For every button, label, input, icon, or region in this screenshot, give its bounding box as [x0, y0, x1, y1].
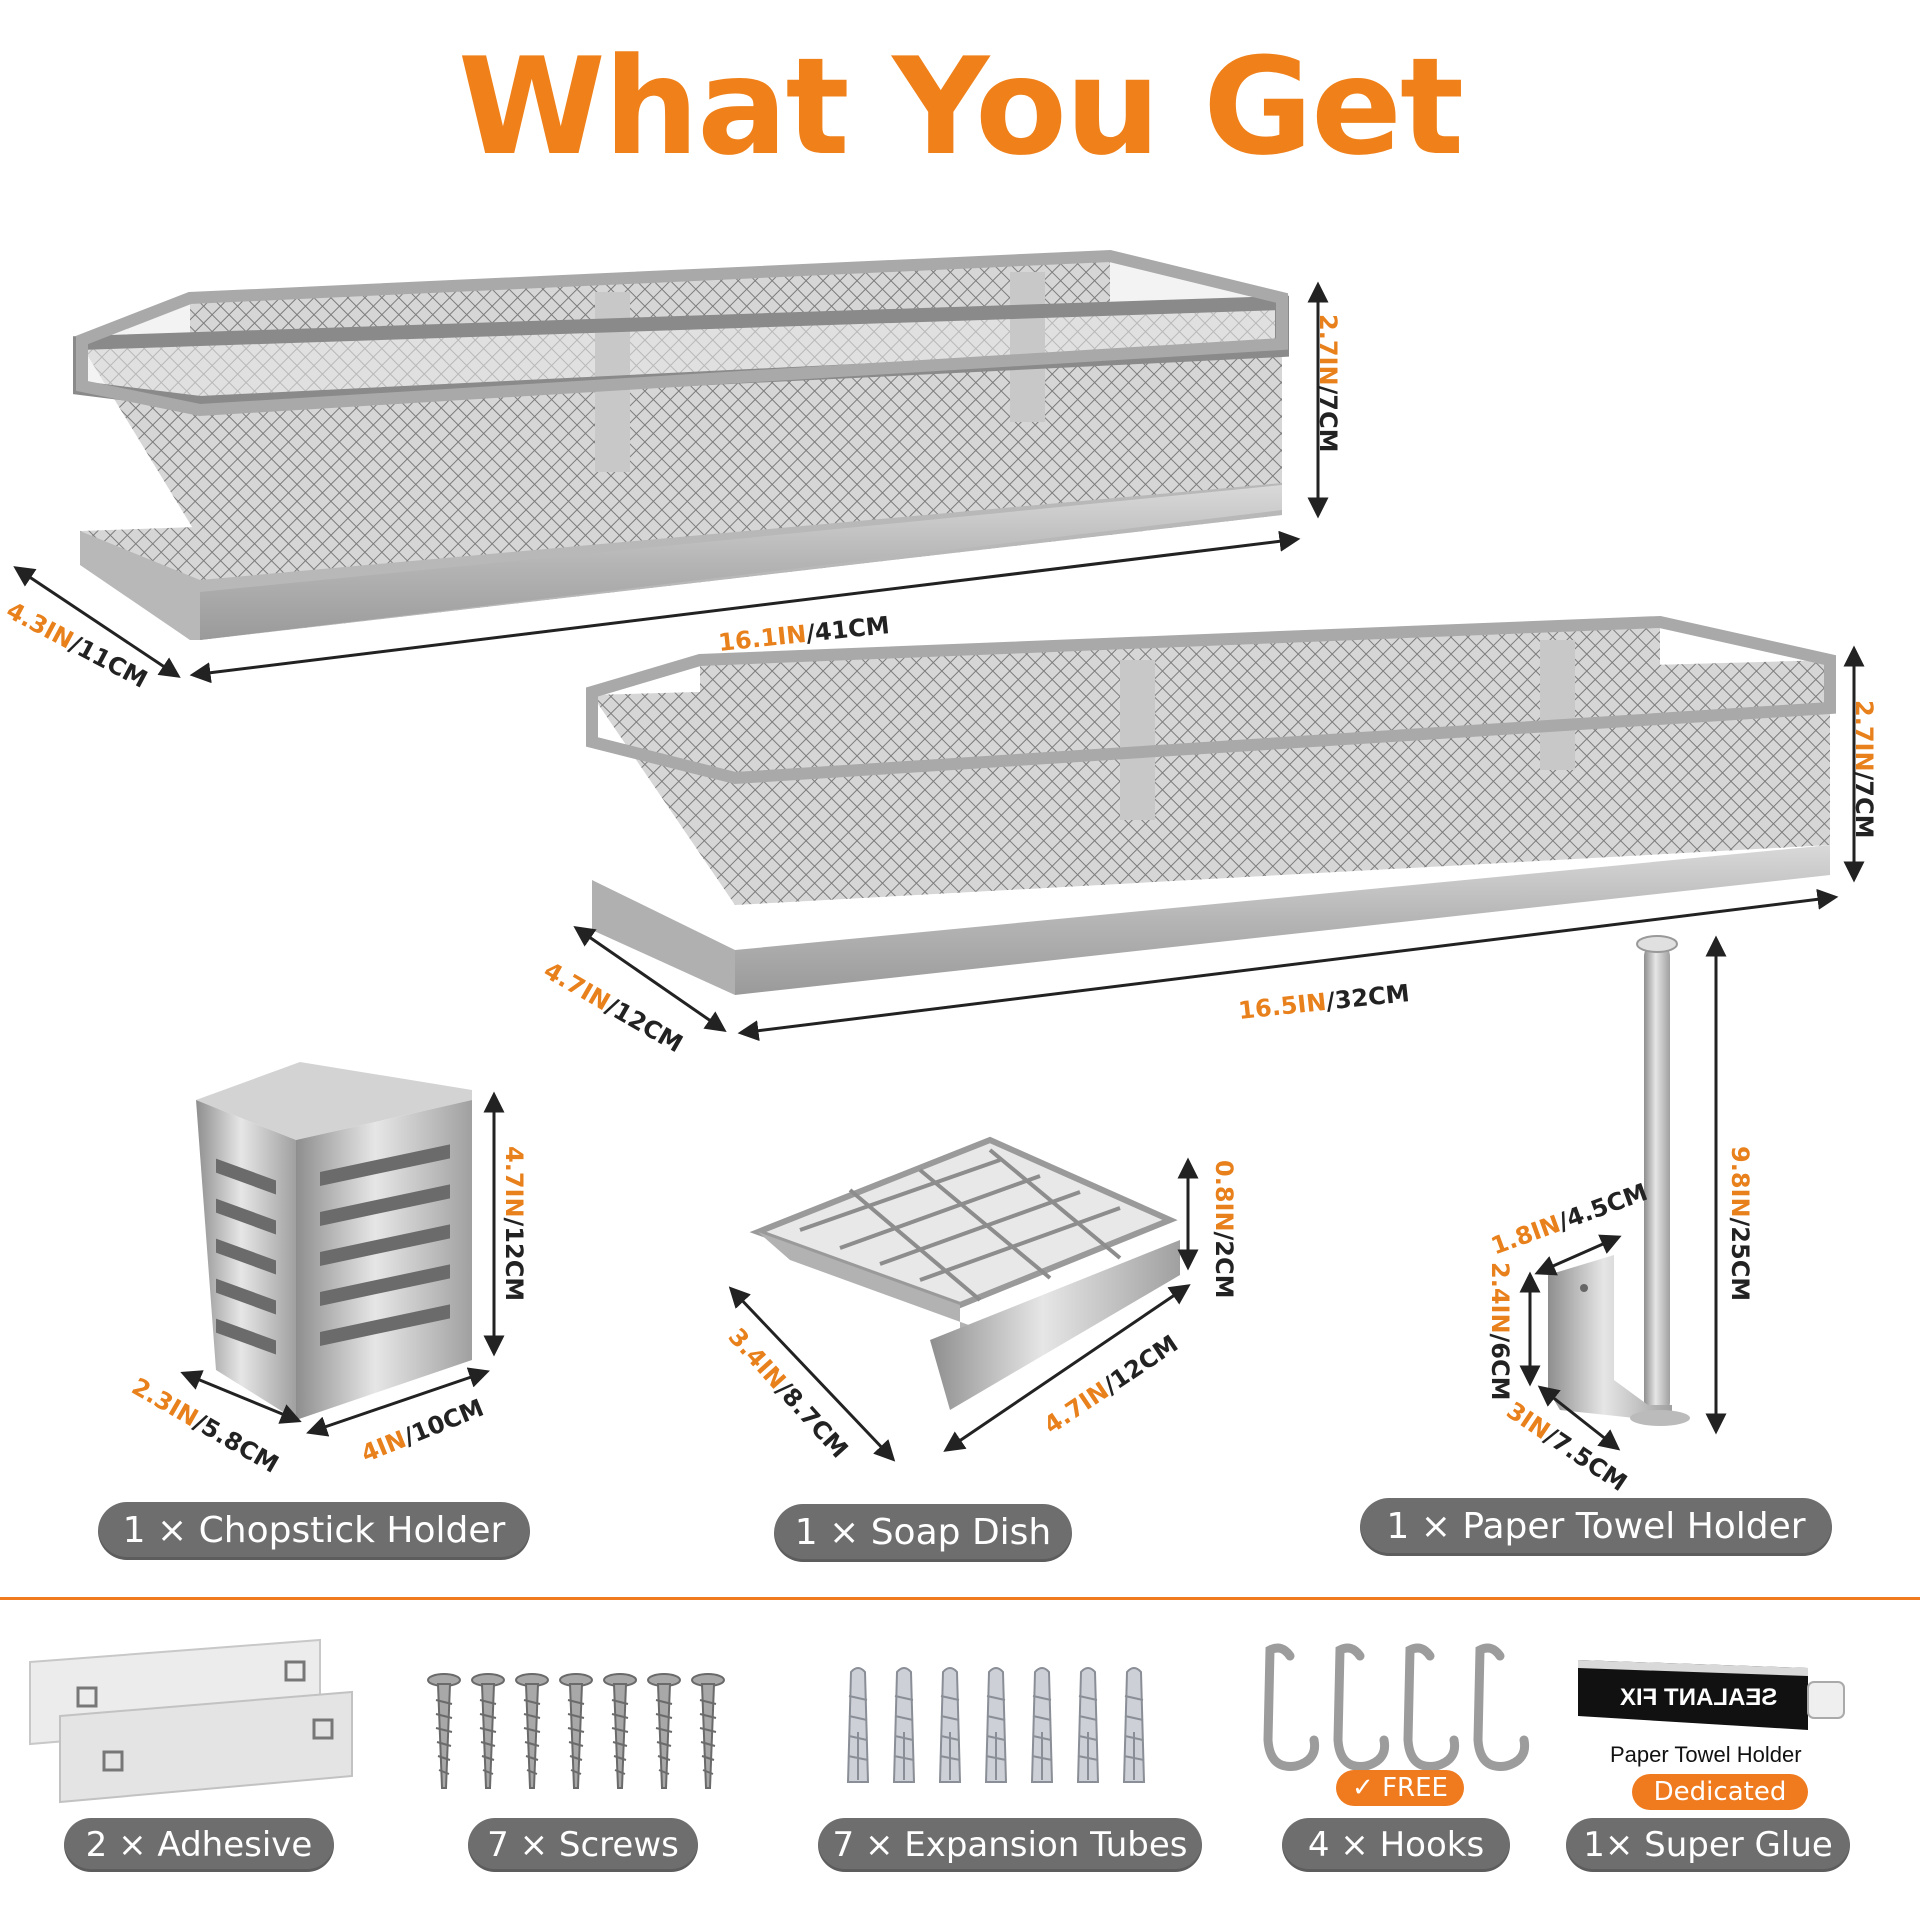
chopstick-holder-label: 1 × Chopstick Holder: [98, 1502, 530, 1560]
chopstick-holder-icon: [196, 1062, 472, 1420]
adhesive-label: 2 × Adhesive: [64, 1818, 334, 1872]
screws-label: 7 × Screws: [468, 1818, 698, 1872]
shelf1-height-dim: 2.7IN/7CM: [1314, 314, 1342, 453]
paper-towel-holder-label: 1 × Paper Towel Holder: [1360, 1498, 1832, 1556]
free-badge: ✓ FREE: [1336, 1770, 1464, 1806]
soap-height-dim: 0.8IN/2CM: [1210, 1160, 1238, 1299]
towel-side-dim: 2.4IN/6CM: [1486, 1262, 1514, 1401]
hooks-label: 4 × Hooks: [1282, 1818, 1510, 1872]
section-divider: [0, 1597, 1920, 1600]
chopstick-height-dim: 4.7IN/12CM: [500, 1146, 528, 1302]
expansion-tube-icon: [846, 1667, 1146, 1783]
screw-icon: [427, 1673, 725, 1789]
shelf2-height-dim: 2.7IN/7CM: [1850, 700, 1878, 839]
adhesive-strip-icon: [29, 1638, 353, 1804]
glue-tube-text: SEALANT FIX: [1620, 1684, 1778, 1711]
towel-height-dim: 9.8IN/25CM: [1726, 1146, 1754, 1302]
page-title: What You Get: [457, 29, 1464, 185]
hook-icon: [1263, 1643, 1530, 1771]
glue-tube-icon: [1578, 1660, 1845, 1730]
expansion-tubes-label: 7 × Expansion Tubes: [818, 1818, 1202, 1872]
dedicated-badge: Dedicated: [1632, 1774, 1808, 1810]
soap-dish-label: 1 × Soap Dish: [774, 1504, 1072, 1562]
super-glue-label: 1× Super Glue: [1566, 1818, 1850, 1872]
paper-towel-holder-icon: [1548, 935, 1690, 1426]
glue-note: Paper Towel Holder: [1610, 1742, 1802, 1767]
spice-shelf-large-icon: [73, 249, 1289, 640]
